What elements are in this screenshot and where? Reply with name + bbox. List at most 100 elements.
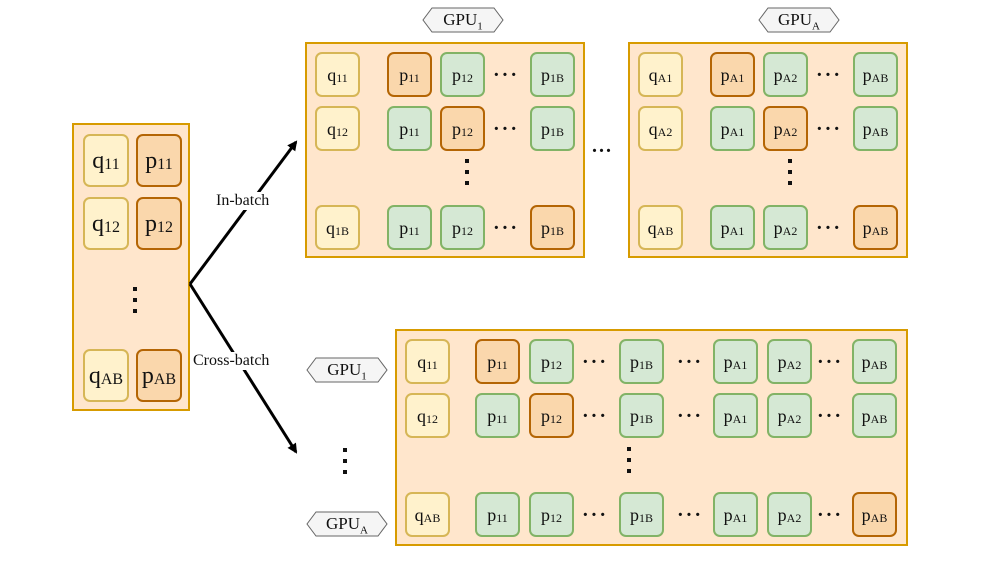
cell-base: p: [720, 118, 730, 139]
cross-batch-label: Cross-batch: [193, 352, 270, 370]
in-batch-label: In-batch: [216, 192, 270, 210]
cell-sub: A2: [782, 70, 798, 85]
cell-base: p: [540, 118, 550, 139]
cell-sub: AB: [870, 411, 888, 426]
horizontal-ellipsis: ···: [816, 217, 843, 239]
gpu-tag-label: GPUA: [778, 10, 820, 33]
horizontal-ellipsis: ···: [816, 64, 843, 86]
cell-sub: 11: [426, 357, 438, 372]
cell-base: p: [720, 64, 730, 85]
cell-sub: A2: [786, 411, 802, 426]
horizontal-ellipsis: ···: [677, 405, 704, 427]
cell-base: p: [629, 351, 639, 372]
cell-base: q: [92, 147, 105, 174]
horizontal-ellipsis: ···: [582, 351, 609, 373]
cell-base: p: [452, 118, 461, 139]
cell-base: q: [92, 210, 104, 237]
cell-base: p: [541, 351, 550, 372]
cell-base: p: [723, 351, 733, 372]
cell-sub: A1: [729, 223, 745, 238]
cell-base: p: [773, 118, 783, 139]
cell-base: p: [487, 405, 497, 426]
cell-sub: 12: [104, 218, 120, 236]
hexagon-icon: [758, 7, 840, 33]
gpu-tag-A-top: GPUA: [758, 7, 840, 33]
vertical-ellipsis: [627, 447, 631, 480]
cell-base: p: [720, 217, 730, 238]
gpu-tag-A-side: GPUA: [306, 511, 388, 537]
hexagon-icon: [422, 7, 504, 33]
gpu-tag-label: GPUA: [326, 514, 368, 537]
cell-base: q: [647, 217, 657, 238]
cell-base: p: [629, 504, 639, 525]
cell-sub: 12: [157, 218, 173, 236]
cell-sub: A2: [782, 124, 798, 139]
hexagon-icon: [306, 511, 388, 537]
cell-sub: A1: [729, 70, 745, 85]
cell-sub: A1: [732, 411, 748, 426]
cell-base: p: [541, 405, 550, 426]
cell-base: p: [452, 64, 461, 85]
cell-base: p: [723, 405, 733, 426]
horizontal-ellipsis: ···: [582, 504, 609, 526]
cell-sub: A1: [729, 124, 745, 139]
cell-sub: 11: [408, 223, 420, 238]
cell-base: p: [141, 362, 154, 389]
cell-sub: 1B: [549, 70, 564, 85]
cell-sub: 12: [336, 124, 348, 139]
cell-sub: AB: [870, 357, 888, 372]
cell-base: p: [862, 64, 872, 85]
cell-base: p: [540, 217, 550, 238]
cell-sub: 1B: [549, 223, 564, 238]
gpu-tag-1-side: GPU1: [306, 357, 388, 383]
horizontal-ellipsis: ···: [493, 118, 520, 140]
cell-base: q: [327, 64, 337, 85]
horizontal-ellipsis: ···: [582, 405, 609, 427]
cell-sub: AB: [871, 124, 889, 139]
vertical-ellipsis: [465, 159, 469, 192]
cell-base: p: [541, 504, 550, 525]
cell-sub: 1B: [638, 357, 653, 372]
cell-base: p: [861, 504, 871, 525]
cell-base: p: [861, 405, 871, 426]
cell-sub: A1: [732, 510, 748, 525]
cell-base: p: [629, 405, 639, 426]
cell-base: p: [773, 217, 783, 238]
cell-base: p: [777, 504, 787, 525]
cell-base: p: [452, 217, 461, 238]
cell-sub: 11: [408, 70, 420, 85]
cell-base: q: [417, 405, 426, 426]
cell-base: q: [414, 504, 424, 525]
horizontal-ellipsis: ···: [493, 64, 520, 86]
cell-sub: 1B: [638, 510, 653, 525]
cell-base: p: [487, 351, 497, 372]
cell-base: p: [862, 217, 872, 238]
